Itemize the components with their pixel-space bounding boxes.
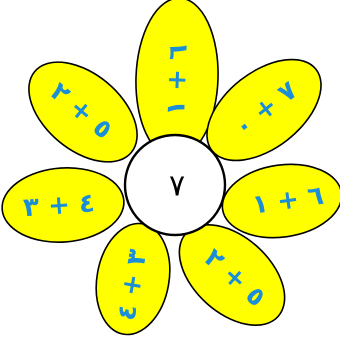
center-number: ٧ [169,169,185,204]
petal-left-expression: ٤ + ٣ [22,188,96,223]
petal-left: ٤ + ٣ [0,164,126,246]
petal-bottom: ٣ + ٤ [88,218,178,338]
petal-top-expression: ٦ + ١ [161,44,193,117]
flower-center: ٧ [125,135,225,235]
